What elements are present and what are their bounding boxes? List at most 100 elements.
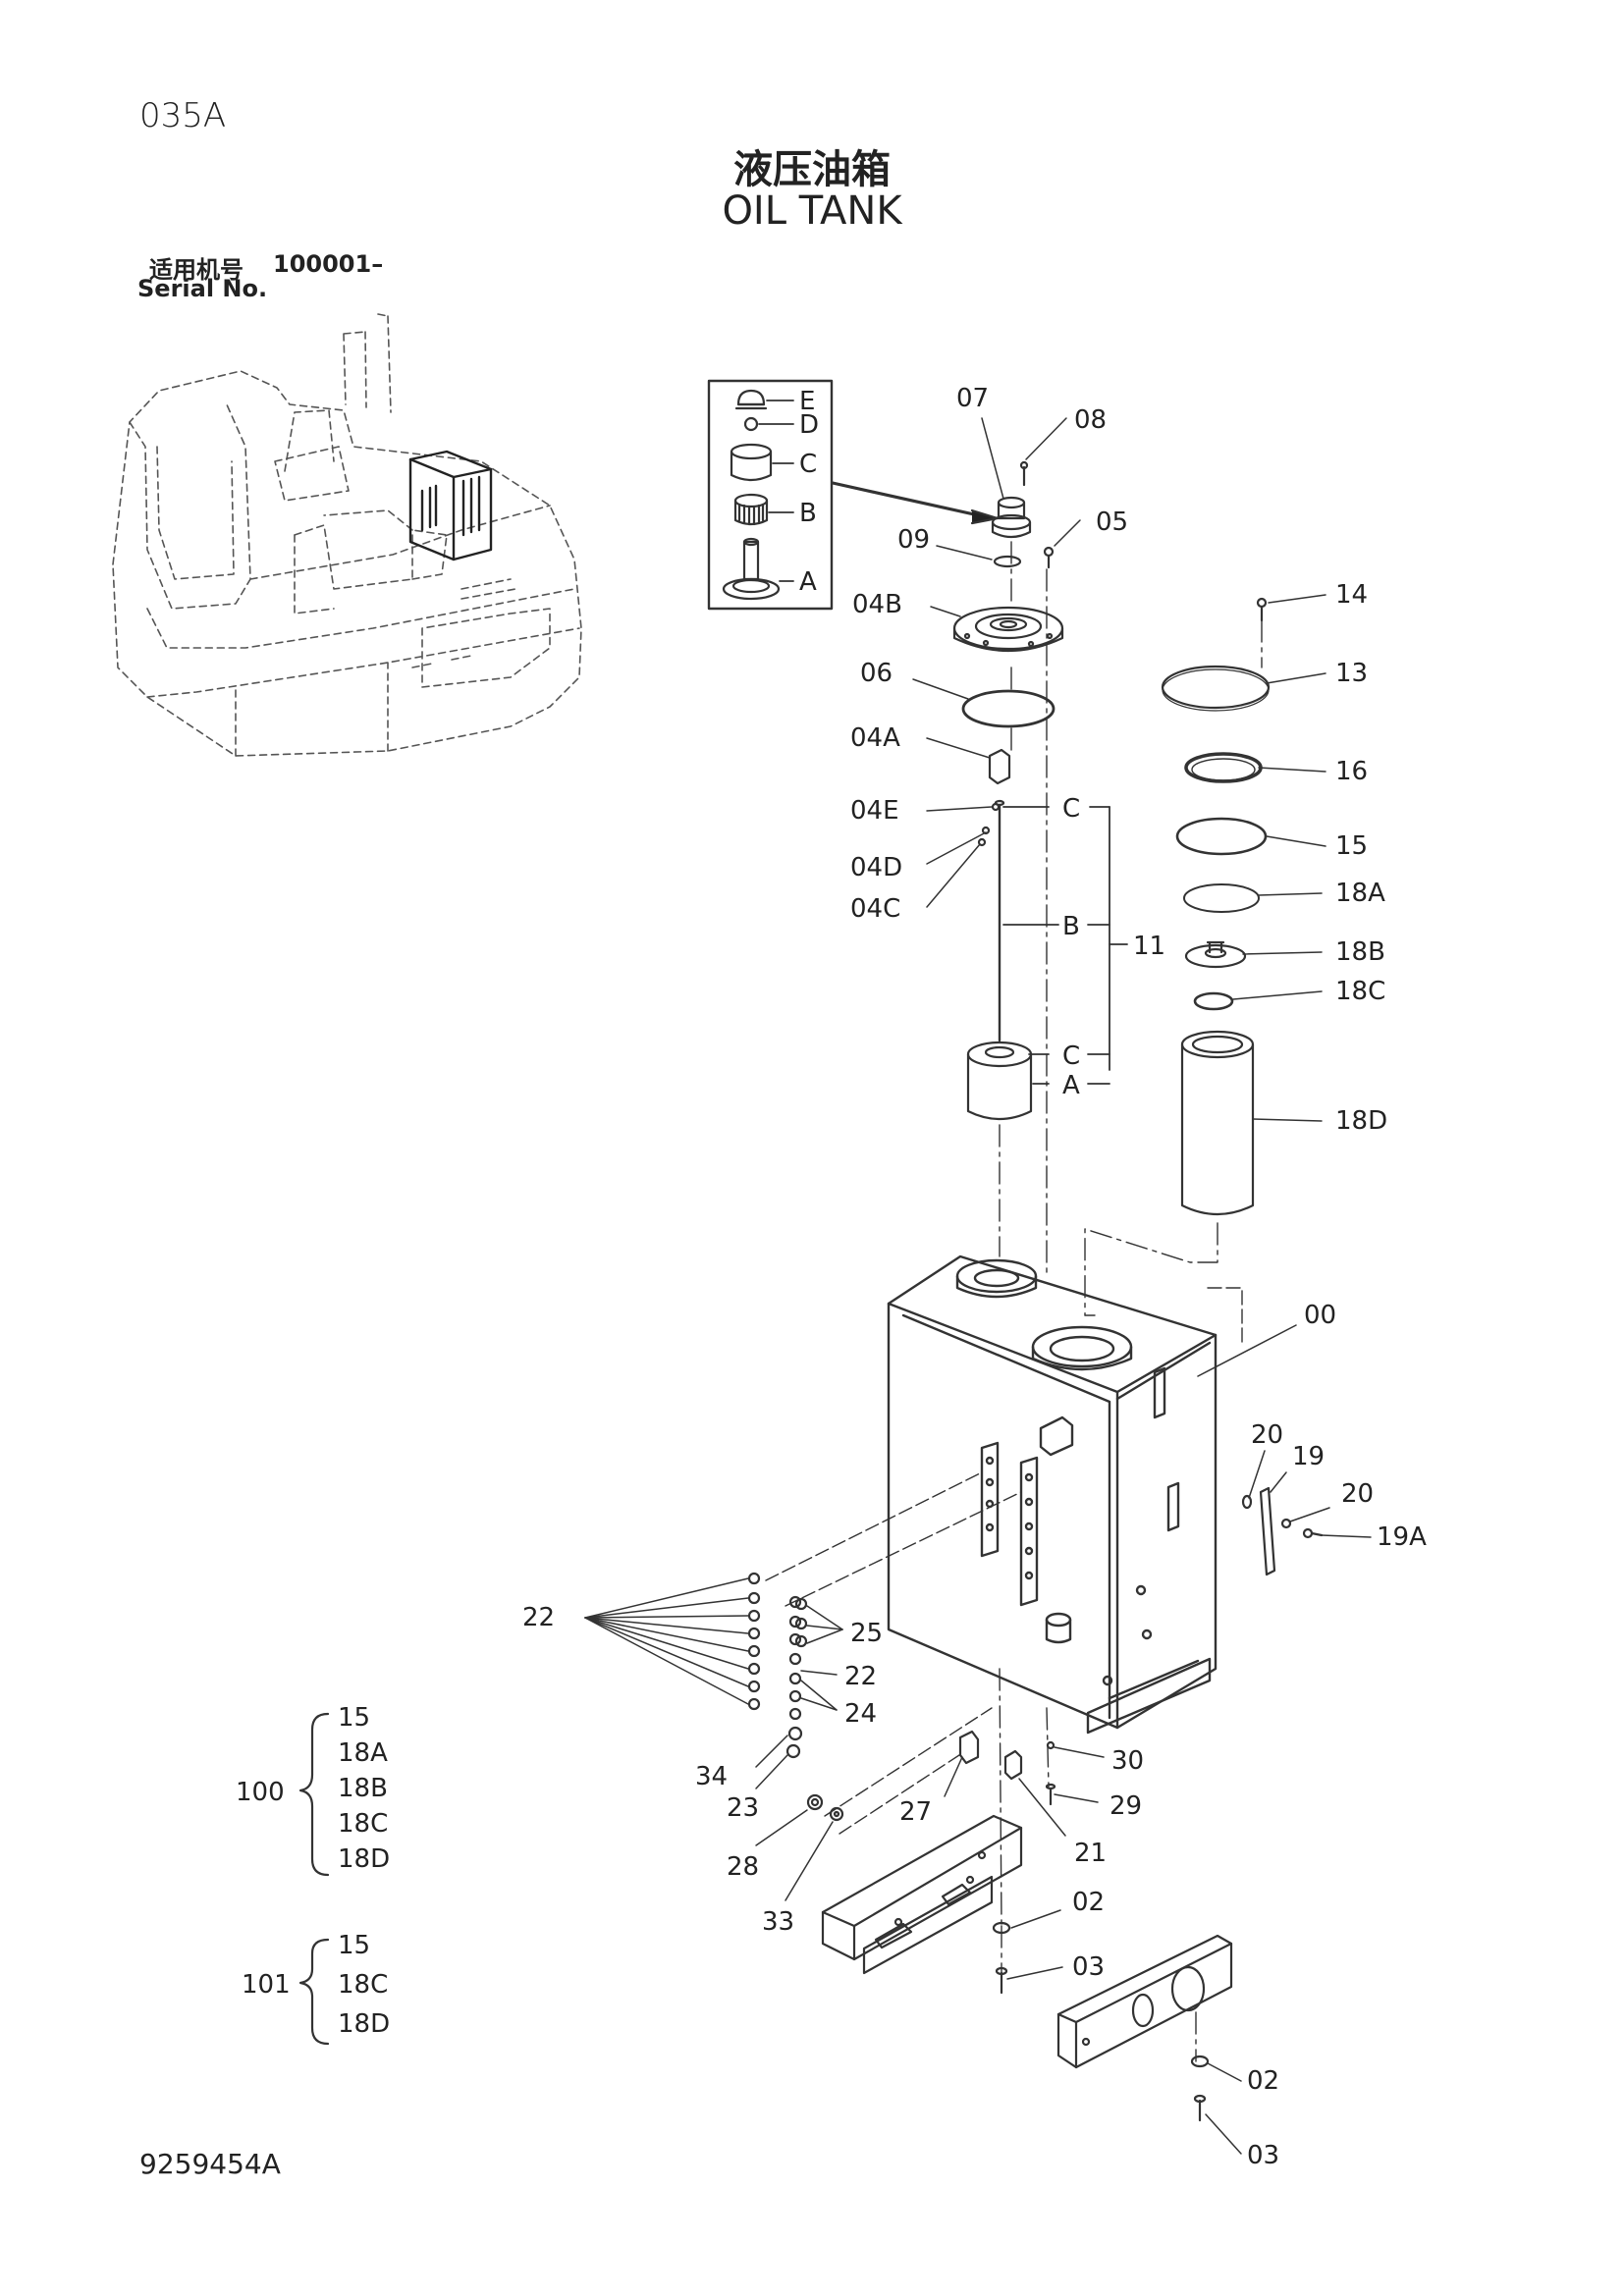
hydraulic-tank-00: [887, 1255, 1218, 1735]
callout-04b: 04B: [852, 590, 902, 619]
callout-18b: 18B: [1335, 937, 1385, 967]
tank-cover-04b: [952, 606, 1064, 652]
callout-22-right: 22: [844, 1662, 877, 1691]
callout-28: 28: [727, 1852, 759, 1882]
kit-101-item: 18C: [338, 1970, 388, 2000]
gasket-06: [961, 689, 1056, 728]
callout-03-lower: 03: [1247, 2141, 1279, 2170]
callout-22-fan: 22: [522, 1603, 555, 1632]
callout-18c: 18C: [1335, 977, 1385, 1006]
spring-18a: [1183, 883, 1260, 913]
kit-100-item: 18D: [338, 1844, 390, 1874]
rod-label-c-bottom: C: [1062, 1041, 1080, 1071]
callout-03-upper: 03: [1072, 1952, 1105, 1982]
rod-label-a: A: [1062, 1071, 1080, 1100]
elbow-27: [958, 1730, 980, 1765]
callout-13: 13: [1335, 659, 1368, 688]
callout-07: 07: [956, 384, 989, 413]
leader-lines-left: [755, 1605, 843, 1789]
callout-09: 09: [897, 525, 930, 555]
inset-label-e: E: [799, 387, 815, 416]
screw-08: [1019, 460, 1029, 487]
plug-21: [1003, 1749, 1023, 1781]
adapter-33: [829, 1806, 844, 1822]
inset-part-c-icon: [730, 443, 773, 482]
kit-101-number: 101: [242, 1970, 291, 2000]
inset-label-c: C: [799, 450, 817, 479]
screw-05: [1043, 546, 1055, 569]
callout-08: 08: [1074, 405, 1107, 435]
callout-18a: 18A: [1335, 879, 1385, 908]
breather-cap-07: [991, 496, 1032, 539]
callout-15: 15: [1335, 831, 1368, 861]
inset-label-d: D: [799, 410, 819, 440]
callout-18d: 18D: [1335, 1106, 1387, 1136]
callout-20-lower: 20: [1341, 1479, 1374, 1509]
inset-part-e-icon: [734, 389, 768, 410]
inset-detail-box: [707, 379, 834, 611]
callout-27: 27: [899, 1797, 932, 1827]
inset-part-b-icon: [733, 493, 769, 526]
callout-19a: 19A: [1377, 1522, 1427, 1552]
callout-11: 11: [1133, 932, 1165, 961]
tank-location-highlight: [408, 450, 493, 561]
kit-100-item: 18B: [338, 1774, 388, 1803]
callout-25: 25: [850, 1619, 883, 1648]
washer-20b: [1280, 1518, 1292, 1529]
ring-16: [1184, 752, 1263, 783]
callout-02-lower: 02: [1247, 2066, 1279, 2096]
bolt-03a: [995, 1966, 1008, 1995]
pin-04d: [981, 826, 991, 835]
callout-16: 16: [1335, 757, 1368, 786]
serial-label-chinese: 适用机号: [149, 256, 244, 284]
plug-column-22: [747, 1572, 761, 1711]
callout-24: 24: [844, 1699, 877, 1729]
callout-00: 00: [1304, 1301, 1336, 1330]
bracket-04a: [988, 748, 1011, 785]
inset-pointer-arrow: [831, 481, 994, 520]
kit-100-number: 100: [236, 1778, 285, 1807]
pin-04c: [977, 837, 987, 847]
inset-label-a: A: [799, 567, 817, 597]
kit-101-item: 18D: [338, 2009, 390, 2039]
nut-28: [806, 1793, 824, 1811]
strainer-cylinder: [966, 1041, 1033, 1121]
kit-100-item: 18C: [338, 1809, 388, 1839]
washer-02b: [1190, 2055, 1210, 2068]
leader-lines-main: [912, 417, 1372, 2155]
mounting-bracket-left: [821, 1814, 1023, 1975]
mounting-bracket-right: [1056, 1934, 1233, 2069]
leader-lines-bottom: [755, 1746, 1105, 1901]
valve-18b: [1184, 940, 1247, 969]
callout-04d: 04D: [850, 853, 902, 882]
serial-range: 100001–: [273, 250, 384, 278]
callout-23: 23: [727, 1793, 759, 1823]
leader-fan-22: [584, 1577, 749, 1705]
callout-21: 21: [1074, 1839, 1107, 1868]
callout-04a: 04A: [850, 723, 900, 753]
pin-30: [1046, 1740, 1056, 1750]
callout-19: 19: [1292, 1442, 1325, 1471]
filter-element-18d: [1180, 1030, 1255, 1215]
callout-06: 06: [860, 659, 893, 688]
callout-02-upper: 02: [1072, 1888, 1105, 1917]
inset-leader-lines: [758, 400, 794, 582]
inset-label-b: B: [799, 499, 817, 528]
bolt-14: [1256, 597, 1268, 622]
callout-14: 14: [1335, 580, 1368, 610]
washer-02a: [992, 1921, 1011, 1935]
callout-05: 05: [1096, 507, 1128, 537]
rod-label-c-top: C: [1062, 794, 1080, 824]
o-ring-18c: [1193, 991, 1234, 1011]
inset-part-d-icon: [743, 416, 759, 432]
o-ring-09: [993, 555, 1022, 568]
callout-29: 29: [1110, 1791, 1142, 1821]
kit-100-item: 18A: [338, 1738, 388, 1768]
sight-glass-19: [1259, 1486, 1276, 1576]
bolt-03b: [1193, 2094, 1207, 2122]
title-chinese: 液压油箱: [733, 147, 891, 192]
inset-part-a-icon: [722, 537, 781, 601]
callout-04e: 04E: [850, 796, 899, 826]
kit-100-brace: [298, 1712, 330, 1877]
